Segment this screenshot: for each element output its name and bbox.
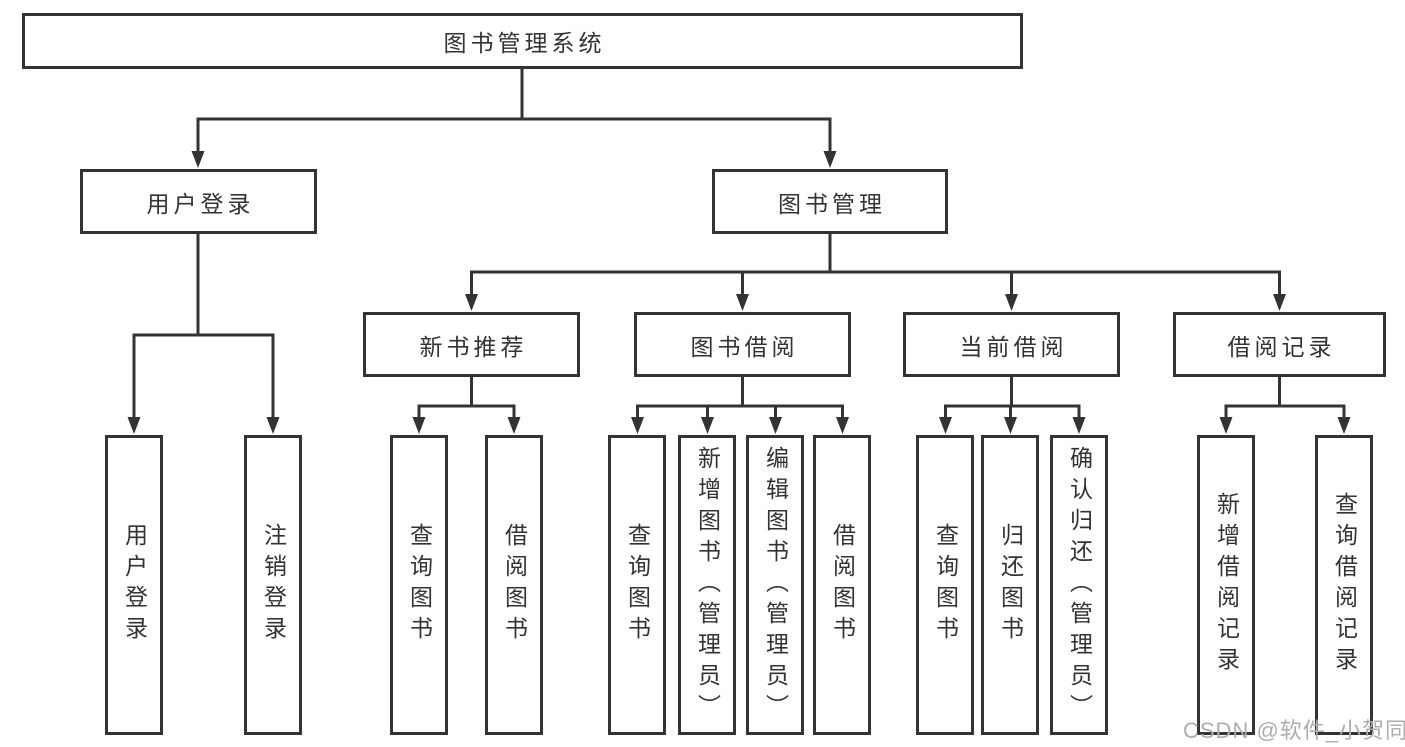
- leaf-add-books-admin: 新增图书（管理员）: [678, 435, 736, 735]
- node-label: 借阅图书: [829, 523, 856, 647]
- node-label: 归还图书: [997, 523, 1024, 647]
- node-user-login: 用户登录: [80, 169, 317, 234]
- node-label: 用户登录: [146, 190, 255, 217]
- node-label: 图书借阅: [690, 333, 799, 360]
- leaf-query-books-current: 查询图书: [916, 435, 974, 735]
- leaf-confirm-return-admin: 确认归还（管理员）: [1050, 435, 1108, 735]
- node-label: 查询图书: [624, 523, 651, 647]
- node-label: 确认归还（管理员）: [1066, 445, 1093, 725]
- leaf-borrow-books-recommend: 借阅图书: [485, 435, 543, 735]
- leaf-add-borrow-record: 新增借阅记录: [1197, 435, 1255, 735]
- node-label: 新增图书（管理员）: [694, 445, 721, 725]
- connector-shafts: [132, 69, 1346, 418]
- leaf-logout: 注销登录: [244, 435, 302, 735]
- node-label: 新增借阅记录: [1213, 492, 1240, 678]
- leaf-borrow-books: 借阅图书: [813, 435, 871, 735]
- node-label: 借阅记录: [1227, 333, 1336, 360]
- node-book-borrowing: 图书借阅: [634, 312, 851, 377]
- node-label: 图书管理: [778, 190, 886, 217]
- node-label: 用户登录: [121, 523, 148, 647]
- node-new-book-recommend: 新书推荐: [363, 312, 580, 377]
- leaf-edit-books-admin: 编辑图书（管理员）: [746, 435, 804, 735]
- leaf-query-books-borrowing: 查询图书: [608, 435, 666, 735]
- node-label: 编辑图书（管理员）: [762, 445, 789, 725]
- node-borrowing-records: 借阅记录: [1173, 312, 1386, 377]
- node-book-management: 图书管理: [712, 169, 948, 234]
- leaf-user-login: 用户登录: [105, 435, 163, 735]
- node-root-library-system: 图书管理系统: [22, 13, 1023, 69]
- node-label: 查询借阅记录: [1331, 492, 1358, 678]
- node-current-borrowing: 当前借阅: [903, 312, 1120, 377]
- node-label: 注销登录: [260, 523, 287, 647]
- leaf-query-borrow-record: 查询借阅记录: [1315, 435, 1373, 735]
- node-label: 图书管理系统: [443, 30, 606, 56]
- node-label: 当前借阅: [959, 333, 1068, 360]
- node-label: 借阅图书: [501, 523, 528, 647]
- leaf-return-books: 归还图书: [981, 435, 1039, 735]
- leaf-query-books-recommend: 查询图书: [390, 435, 448, 735]
- csdn-watermark: CSDN @软件_小贺同学: [1183, 718, 1405, 743]
- node-label: 查询图书: [932, 523, 959, 647]
- node-label: 查询图书: [406, 523, 433, 647]
- connector-arrowheads: [127, 151, 1351, 434]
- node-label: 新书推荐: [419, 333, 528, 360]
